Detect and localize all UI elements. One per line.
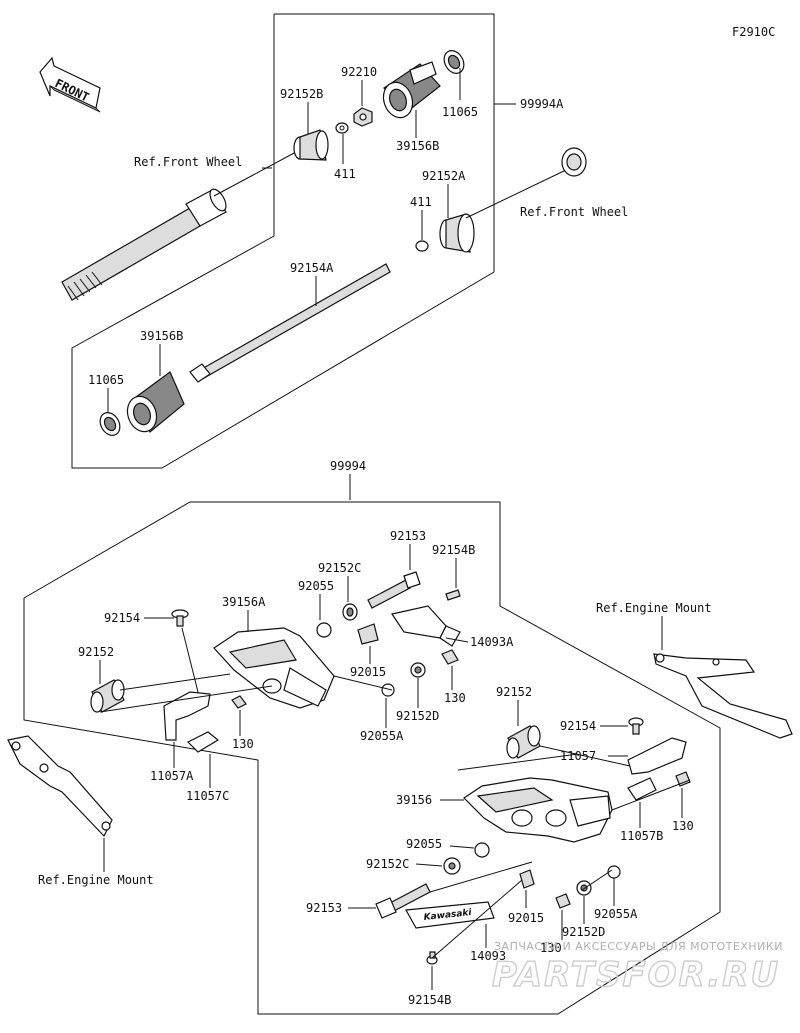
label-92055-upper: 92055 — [298, 579, 334, 593]
lower-assembly-frame — [23, 501, 721, 1015]
label-14093A: 14093A — [470, 635, 514, 649]
bolt-92154-left — [171, 609, 189, 627]
bolt-92154B-upper — [445, 589, 461, 601]
figure-code: F2910C — [732, 25, 775, 39]
slider-39156A — [213, 627, 335, 709]
slider-39156 — [463, 777, 613, 843]
oring-92055-upper — [316, 622, 332, 638]
bracket-11057B — [627, 777, 657, 801]
label-92152A: 92152A — [422, 169, 466, 183]
label-92154A: 92154A — [290, 261, 334, 275]
collar-92152A — [439, 213, 475, 253]
label-411-lower: 411 — [410, 195, 432, 209]
label-92152C: 92152C — [318, 561, 361, 575]
label-11057C: 11057C — [186, 789, 229, 803]
assembly-guide-lines — [99, 673, 691, 959]
watermark-tagline: ЗАПЧАСТИ И АКСЕССУАРЫ ДЛЯ МОТОТЕХНИКИ — [494, 940, 783, 953]
label-92210: 92210 — [341, 65, 377, 79]
label-39156B-upper: 39156B — [396, 139, 439, 153]
plate-14093: Kawasaki — [405, 901, 495, 929]
screw-130-left — [231, 695, 247, 709]
slider-39156B-upper — [382, 61, 441, 119]
label-92152D-lower: 92152D — [562, 925, 605, 939]
oring-92055-lower — [474, 842, 490, 858]
label-92154-right: 92154 — [560, 719, 596, 733]
label-39156: 39156 — [396, 793, 432, 807]
label-92015-upper: 92015 — [350, 665, 386, 679]
label-99994A: 99994A — [520, 97, 564, 111]
label-92152C-lower: 92152C — [366, 857, 409, 871]
washer-411-upper — [335, 122, 349, 134]
engine-mount-left — [7, 735, 113, 838]
label-92154-left: 92154 — [104, 611, 140, 625]
label-92153-lower: 92153 — [306, 901, 342, 915]
plate-14093A — [391, 605, 461, 647]
label-92153-upper: 92153 — [390, 529, 426, 543]
collar-92152D-lower — [576, 880, 592, 896]
collar-92152C — [342, 603, 358, 621]
label-92152D-upper: 92152D — [396, 709, 439, 723]
screw-130-lower — [555, 893, 571, 909]
bolt-92154A — [189, 263, 391, 383]
label-11057B: 11057B — [620, 829, 663, 843]
ref-engine-mount-right: Ref.Engine Mount — [596, 601, 712, 615]
label-92154B-lower: 92154B — [408, 993, 451, 1007]
label-130-upper: 130 — [444, 691, 466, 705]
bolt-92153-upper — [367, 571, 421, 609]
label-39156A: 39156A — [222, 595, 266, 609]
screw-130-upper — [441, 649, 459, 665]
label-11065-lower: 11065 — [88, 373, 124, 387]
label-92015-lower: 92015 — [508, 911, 544, 925]
bracket-11057 — [627, 737, 687, 775]
collar-92015-upper — [357, 623, 379, 645]
label-130-left: 130 — [232, 737, 254, 751]
label-411-upper: 411 — [334, 167, 356, 181]
label-92152B: 92152B — [280, 87, 323, 101]
front-axle — [61, 151, 297, 301]
bolt-92154-right — [628, 717, 644, 735]
front-arrow-icon: FRONT — [39, 56, 101, 113]
label-130-lower: 130 — [540, 941, 562, 955]
collar-92152-right — [506, 725, 541, 759]
oring-92055A-upper — [381, 683, 395, 697]
label-92055A-lower: 92055A — [594, 907, 638, 921]
bracket-11057A — [163, 691, 211, 741]
screw-130-right — [675, 771, 691, 787]
ref-engine-mount-left: Ref.Engine Mount — [38, 873, 154, 887]
bracket-11057C — [186, 731, 220, 753]
label-11057A: 11057A — [150, 769, 194, 783]
collar-92152B — [293, 129, 329, 161]
label-92055-lower: 92055 — [406, 837, 442, 851]
cap-11065-lower — [99, 412, 121, 436]
ref-front-wheel-right: Ref.Front Wheel — [520, 205, 628, 219]
ref-front-wheel-left: Ref.Front Wheel — [134, 155, 242, 169]
label-39156B-lower: 39156B — [140, 329, 183, 343]
nut-92210 — [353, 107, 373, 127]
watermark-brand: PARTSFOR.RU — [492, 955, 780, 995]
label-92154B-upper: 92154B — [432, 543, 475, 557]
label-92152-right: 92152 — [496, 685, 532, 699]
collar-92152C-lower — [443, 857, 461, 875]
label-92152-left: 92152 — [78, 645, 114, 659]
washer-411-lower — [415, 240, 429, 252]
label-92055A-upper: 92055A — [360, 729, 404, 743]
collar-92015-lower — [519, 869, 535, 889]
upper-assembly-frame — [71, 13, 516, 469]
label-99994: 99994 — [330, 459, 366, 473]
cap-11065-upper — [443, 50, 465, 74]
collar-92152D-upper — [410, 662, 426, 678]
label-130-right: 130 — [672, 819, 694, 833]
slider-39156B-lower — [126, 371, 185, 433]
wheel-ring-right — [561, 147, 587, 177]
collar-92152-left — [90, 679, 125, 713]
label-14093: 14093 — [470, 949, 506, 963]
engine-mount-right — [653, 653, 793, 739]
label-11065-upper: 11065 — [442, 105, 478, 119]
